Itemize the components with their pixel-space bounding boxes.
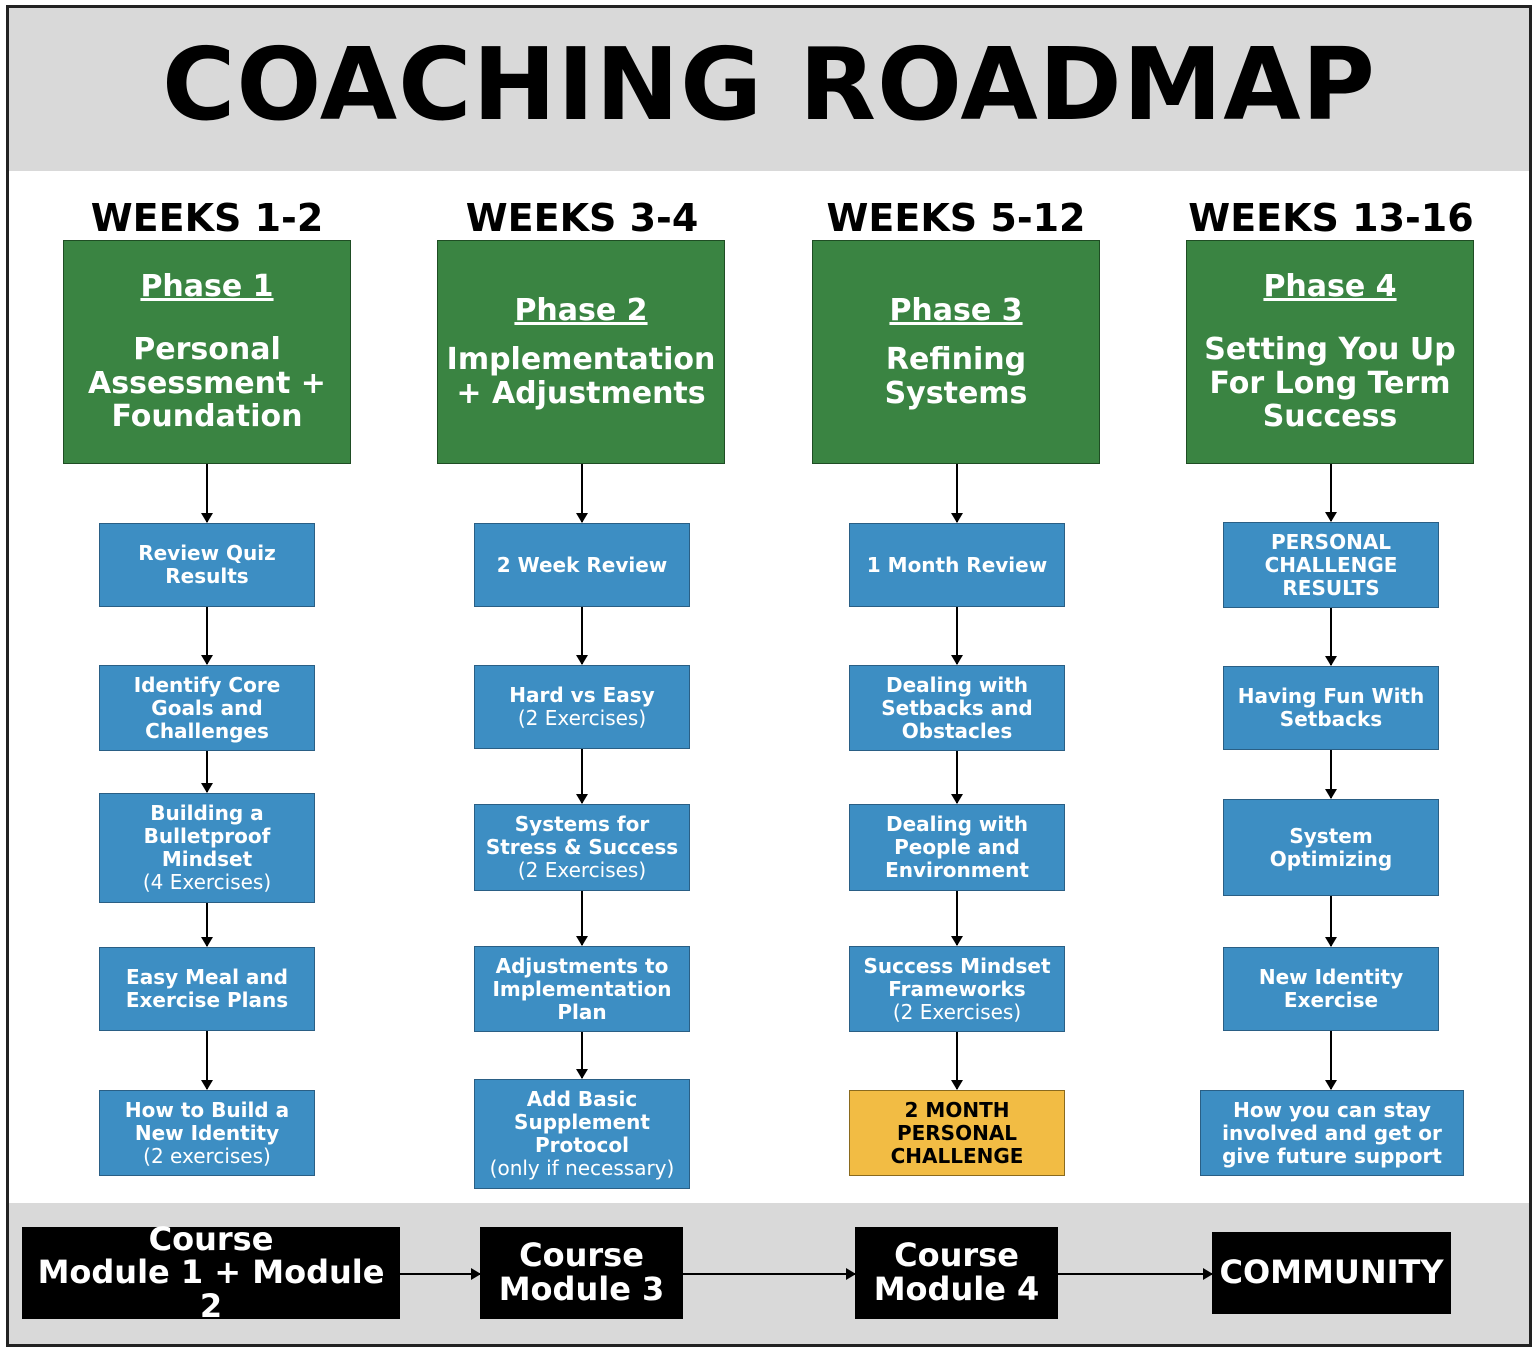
- header-band: COACHING ROADMAP: [9, 8, 1529, 171]
- down-arrow: [951, 1032, 963, 1090]
- right-arrow: [1058, 1268, 1213, 1280]
- page-title: COACHING ROADMAP: [162, 25, 1376, 143]
- phase-1-box: Phase 1 Personal Assessment + Foundation: [63, 240, 351, 464]
- down-arrow: [201, 903, 213, 947]
- phase-name: Personal Assessment + Foundation: [88, 332, 326, 435]
- step-title: How you can stay involved and get or giv…: [1222, 1097, 1442, 1168]
- step-box: Hard vs Easy (2 Exercises): [474, 665, 690, 749]
- step-title: Identify Core Goals and Challenges: [133, 672, 281, 743]
- down-arrow: [576, 749, 588, 804]
- step-box: Success Mindset Frameworks (2 Exercises): [849, 946, 1065, 1032]
- phase-name: Refining Systems: [884, 341, 1028, 411]
- step-title: How to Build a New Identity: [124, 1097, 290, 1145]
- phase-4-box: Phase 4 Setting You Up For Long Term Suc…: [1186, 240, 1474, 464]
- step-box: Systems for Stress & Success (2 Exercise…: [474, 804, 690, 891]
- step-box: 1 Month Review: [849, 523, 1065, 607]
- course-line: Module 3: [498, 1270, 665, 1308]
- step-title: PERSONAL CHALLENGE RESULTS: [1264, 529, 1398, 600]
- step-box: New Identity Exercise: [1223, 947, 1439, 1031]
- step-title: Adjustments to Implementation Plan: [492, 953, 672, 1024]
- course-module-1-2: Course Module 1 + Module 2: [22, 1222, 400, 1323]
- step-box: Easy Meal and Exercise Plans: [99, 947, 315, 1031]
- down-arrow: [951, 464, 963, 523]
- down-arrow: [951, 607, 963, 665]
- step-box: 2 Week Review: [474, 523, 690, 607]
- step-box: Having Fun With Setbacks: [1223, 666, 1439, 750]
- down-arrow: [1325, 608, 1337, 666]
- phase-name: Implementation + Adjustments: [446, 341, 716, 411]
- phase-label: Phase 4: [1263, 269, 1397, 305]
- down-arrow: [1325, 1031, 1337, 1090]
- step-box: System Optimizing: [1223, 799, 1439, 896]
- step-title: Systems for Stress & Success: [485, 812, 679, 859]
- phase-label: Phase 2: [514, 292, 648, 328]
- weeks-label-2: WEEKS 3-4: [465, 196, 699, 240]
- step-title: Having Fun With Setbacks: [1237, 684, 1425, 731]
- phase-3-box: Phase 3 Refining Systems: [812, 240, 1100, 464]
- weeks-label-4: WEEKS 13-16: [1188, 196, 1474, 240]
- step-note: (2 Exercises): [892, 999, 1022, 1024]
- step-box: Dealing with People and Environment: [849, 804, 1065, 891]
- down-arrow: [951, 751, 963, 804]
- weeks-label-3: WEEKS 5-12: [826, 196, 1086, 240]
- down-arrow: [1325, 896, 1337, 947]
- step-box: Review Quiz Results: [99, 523, 315, 607]
- step-title: Review Quiz Results: [138, 541, 276, 588]
- step-box: Adjustments to Implementation Plan: [474, 946, 690, 1032]
- weeks-label-1: WEEKS 1-2: [90, 196, 324, 240]
- phase-2-box: Phase 2 Implementation + Adjustments: [437, 240, 725, 464]
- course-line: Module 1 + Module 2: [37, 1253, 385, 1325]
- phase-label: Phase 1: [140, 269, 274, 305]
- step-title: 2 MONTH PERSONAL CHALLENGE: [890, 1097, 1024, 1168]
- step-note: (2 Exercises): [517, 706, 647, 730]
- step-title: Building a Bulletproof Mindset: [143, 801, 271, 871]
- step-title: Dealing with Setbacks and Obstacles: [881, 672, 1033, 743]
- course-line: Course: [894, 1236, 1019, 1275]
- down-arrow: [201, 1031, 213, 1090]
- step-title: 2 Week Review: [496, 552, 668, 577]
- step-title: Hard vs Easy: [509, 683, 655, 707]
- down-arrow: [576, 464, 588, 523]
- down-arrow: [201, 464, 213, 523]
- step-box: Dealing with Setbacks and Obstacles: [849, 665, 1065, 751]
- down-arrow: [576, 891, 588, 946]
- step-title: System Optimizing: [1269, 823, 1393, 871]
- step-box: Add Basic Supplement Protocol (only if n…: [474, 1079, 690, 1189]
- step-box: PERSONAL CHALLENGE RESULTS: [1223, 522, 1439, 608]
- step-title: New Identity Exercise: [1258, 965, 1404, 1012]
- right-arrow: [683, 1268, 856, 1280]
- course-line: Module 4: [873, 1270, 1040, 1308]
- step-title: 1 Month Review: [866, 552, 1048, 577]
- down-arrow: [1325, 750, 1337, 799]
- down-arrow: [201, 751, 213, 793]
- step-note: (2 exercises): [143, 1143, 271, 1168]
- community-box: COMMUNITY: [1212, 1232, 1451, 1314]
- step-box: Identify Core Goals and Challenges: [99, 665, 315, 751]
- course-line: Course: [148, 1219, 274, 1258]
- step-note: (2 Exercises): [517, 858, 647, 882]
- step-title: Easy Meal and Exercise Plans: [125, 965, 289, 1012]
- challenge-box: 2 MONTH PERSONAL CHALLENGE: [849, 1090, 1065, 1176]
- down-arrow: [1325, 464, 1337, 522]
- phase-name: Setting You Up For Long Term Success: [1204, 332, 1456, 435]
- down-arrow: [576, 607, 588, 665]
- phase-label: Phase 3: [889, 292, 1023, 328]
- step-note: (4 Exercises): [142, 870, 272, 894]
- roadmap-frame: COACHING ROADMAP WEEKS 1-2 Phase 1 Perso…: [6, 5, 1532, 1347]
- right-arrow: [400, 1268, 481, 1280]
- step-note: (only if necessary): [489, 1156, 675, 1180]
- down-arrow: [201, 607, 213, 665]
- step-title: Success Mindset Frameworks: [863, 953, 1051, 1001]
- step-title: Add Basic Supplement Protocol: [514, 1087, 650, 1157]
- course-module-4: Course Module 4: [855, 1227, 1058, 1319]
- down-arrow: [576, 1032, 588, 1079]
- step-box: How to Build a New Identity (2 exercises…: [99, 1090, 315, 1176]
- step-title: Dealing with People and Environment: [885, 812, 1029, 882]
- course-line: Course: [519, 1236, 644, 1275]
- down-arrow: [951, 891, 963, 946]
- step-box: How you can stay involved and get or giv…: [1200, 1090, 1464, 1176]
- step-box: Building a Bulletproof Mindset (4 Exerci…: [99, 793, 315, 903]
- course-module-3: Course Module 3: [480, 1227, 683, 1319]
- course-line: COMMUNITY: [1219, 1253, 1444, 1292]
